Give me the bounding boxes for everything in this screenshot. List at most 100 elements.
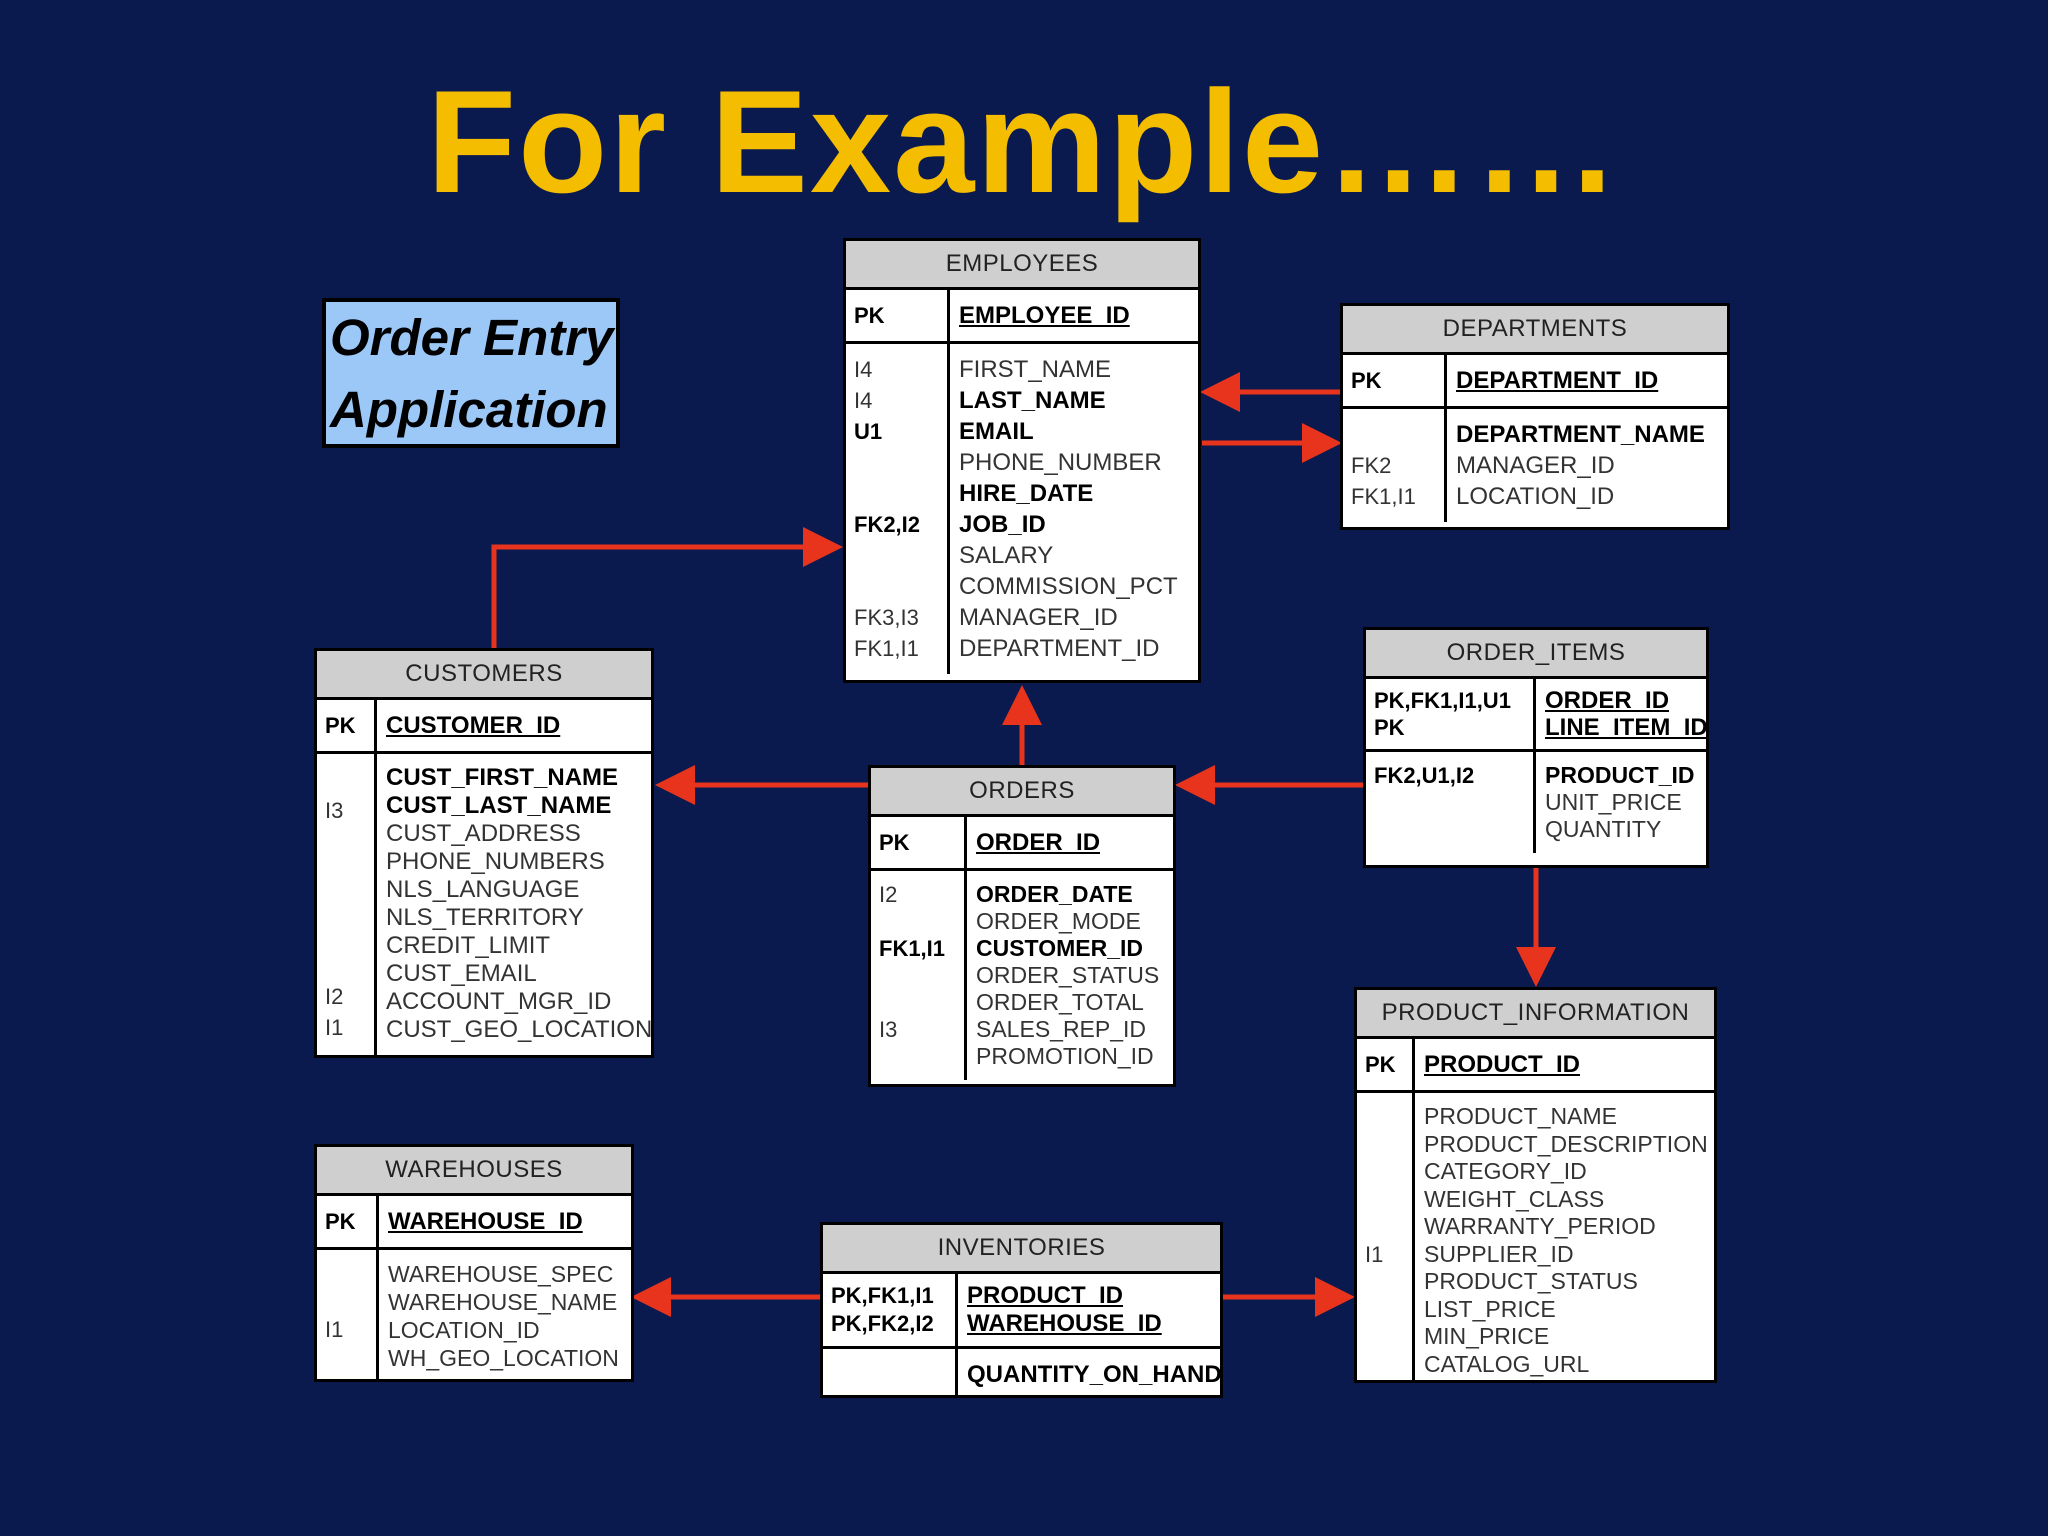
column-name: QUANTITY: [1545, 816, 1662, 842]
pk-column: ORDER_ID: [976, 829, 1101, 856]
attribute-rows: QUANTITY_ON_HAND: [823, 1349, 1220, 1395]
primary-key-row: PK CUSTOMER_ID: [317, 700, 651, 754]
column-name: CUSTOMER_ID: [976, 935, 1143, 961]
key-label: [325, 1043, 374, 1055]
pk-label: PK: [854, 303, 885, 328]
slide-title: For Example……: [426, 60, 1622, 223]
pk-label: PK: [1351, 368, 1382, 393]
pk-label: PK,FK2,I2: [831, 1311, 934, 1336]
column-name: CUST_GEO_LOCATION: [386, 1016, 653, 1043]
key-label: [854, 478, 947, 509]
column-name: SALARY: [959, 542, 1054, 569]
column-name: ORDER_STATUS: [976, 962, 1160, 988]
key-label: [1365, 1103, 1412, 1131]
column-name: CREDIT_LIMIT: [386, 932, 551, 959]
key-label: [879, 962, 964, 989]
attribute-rows: I1 WAREHOUSE_SPEC WAREHOUSE_NAME LOCATIO…: [317, 1250, 631, 1379]
pk-label: PK,FK1,I1,U1: [1374, 688, 1511, 713]
column-name: WEIGHT_CLASS: [1424, 1185, 1605, 1212]
key-label: [325, 1288, 376, 1316]
primary-key-row: PK,FK1,I1 PK,FK2,I2 PRODUCT_ID WAREHOUSE…: [823, 1274, 1220, 1349]
column-name: PRODUCT_STATUS: [1424, 1268, 1638, 1294]
key-label: FK1,I1: [879, 936, 946, 961]
column-name: SUPPLIER_ID: [1424, 1240, 1574, 1267]
attribute-rows: FK2 FK1,I1 DEPARTMENT_NAME MANAGER_ID LO…: [1343, 409, 1727, 522]
pk-column: LINE_ITEM_ID: [1545, 714, 1708, 741]
attribute-rows: I1 PRODUCT_NAME PRODUCT_DESCRIPTION CATE…: [1357, 1093, 1714, 1380]
key-label: [1351, 419, 1444, 450]
table-header: INVENTORIES: [823, 1225, 1220, 1274]
key-label: [325, 764, 374, 795]
key-label: [1365, 1186, 1412, 1214]
column-name: LOCATION_ID: [388, 1317, 540, 1343]
key-label: [879, 989, 964, 1016]
column-name: CUST_ADDRESS: [386, 820, 581, 847]
pk-label: PK: [325, 713, 356, 738]
column-name: PRODUCT_NAME: [1424, 1103, 1617, 1129]
primary-key-row: PK EMPLOYEE_ID: [846, 290, 1198, 344]
key-label: [854, 571, 947, 602]
column-name: PROMOTION_ID: [976, 1043, 1154, 1069]
key-label: [879, 908, 964, 935]
table-employees: EMPLOYEES PK EMPLOYEE_ID I4 I4 U1 FK2,I2…: [843, 238, 1201, 683]
primary-key-row: PK WAREHOUSE_ID: [317, 1196, 631, 1250]
key-label: I2: [325, 984, 344, 1009]
application-label-line1: Order Entry: [330, 309, 614, 366]
pk-column: PRODUCT_ID: [967, 1282, 1124, 1309]
key-label: [1365, 1323, 1412, 1351]
key-label: FK1,I1: [854, 636, 919, 661]
pk-column: PRODUCT_ID: [1424, 1051, 1581, 1078]
table-header: WAREHOUSES: [317, 1147, 631, 1196]
key-label: FK2,I2: [854, 512, 921, 537]
pk-column: WAREHOUSE_ID: [967, 1310, 1162, 1337]
table-product-information: PRODUCT_INFORMATION PK PRODUCT_ID I1 PRO…: [1354, 987, 1717, 1383]
column-name: CATALOG_URL: [1424, 1350, 1590, 1377]
column-name: WAREHOUSE_NAME: [388, 1289, 618, 1315]
key-label: FK1,I1: [1351, 484, 1416, 509]
table-inventories: INVENTORIES PK,FK1,I1 PK,FK2,I2 PRODUCT_…: [820, 1222, 1223, 1398]
pk-label: PK: [1374, 715, 1405, 740]
key-label: [325, 826, 374, 857]
attribute-rows: I2 FK1,I1 I3 ORDER_DATE ORDER_MODE CUSTO…: [871, 871, 1173, 1080]
column-name: ORDER_TOTAL: [976, 989, 1144, 1015]
column-name: MIN_PRICE: [1424, 1323, 1550, 1349]
primary-key-row: PK,FK1,I1,U1 PK ORDER_ID LINE_ITEM_ID: [1366, 679, 1706, 752]
column-name: MANAGER_ID: [959, 604, 1118, 631]
table-header: DEPARTMENTS: [1343, 306, 1727, 355]
key-label: U1: [854, 419, 883, 444]
pk-label: PK: [1365, 1052, 1396, 1077]
column-name: EMAIL: [959, 418, 1034, 445]
arrow-customers-to-employees: [491, 527, 843, 652]
pk-column: EMPLOYEE_ID: [959, 302, 1130, 329]
table-header: CUSTOMERS: [317, 651, 651, 700]
key-label: [1365, 1213, 1412, 1241]
column-name: WH_GEO_LOCATION: [388, 1345, 619, 1371]
column-name: ACCOUNT_MGR_ID: [386, 988, 612, 1015]
key-label: [325, 1344, 376, 1372]
key-label: [1365, 1296, 1412, 1324]
pk-column: WAREHOUSE_ID: [388, 1208, 583, 1235]
key-label: I1: [325, 1317, 344, 1342]
primary-key-row: PK PRODUCT_ID: [1357, 1039, 1714, 1093]
key-label: [1365, 1268, 1412, 1296]
column-name: PHONE_NUMBERS: [386, 848, 605, 875]
key-label: I3: [325, 798, 344, 823]
column-name: UNIT_PRICE: [1545, 789, 1682, 815]
column-name: LAST_NAME: [959, 387, 1106, 414]
column-name: NLS_LANGUAGE: [386, 876, 580, 903]
key-label: I3: [879, 1017, 898, 1042]
column-name: SALES_REP_ID: [976, 1016, 1147, 1042]
column-name: PHONE_NUMBER: [959, 449, 1162, 476]
key-label: [831, 1359, 955, 1390]
table-header: ORDERS: [871, 768, 1173, 817]
column-name: LOCATION_ID: [1456, 483, 1615, 510]
attribute-rows: I4 I4 U1 FK2,I2 FK3,I3 FK1,I1 FIRST_NAME…: [846, 344, 1198, 674]
column-name: CATEGORY_ID: [1424, 1158, 1587, 1184]
column-name: CUST_EMAIL: [386, 960, 537, 987]
key-label: [1365, 1351, 1412, 1379]
column-name: ORDER_DATE: [976, 881, 1133, 907]
pk-column: ORDER_ID: [1545, 687, 1670, 714]
table-header: EMPLOYEES: [846, 241, 1198, 290]
key-label: FK3,I3: [854, 605, 919, 630]
